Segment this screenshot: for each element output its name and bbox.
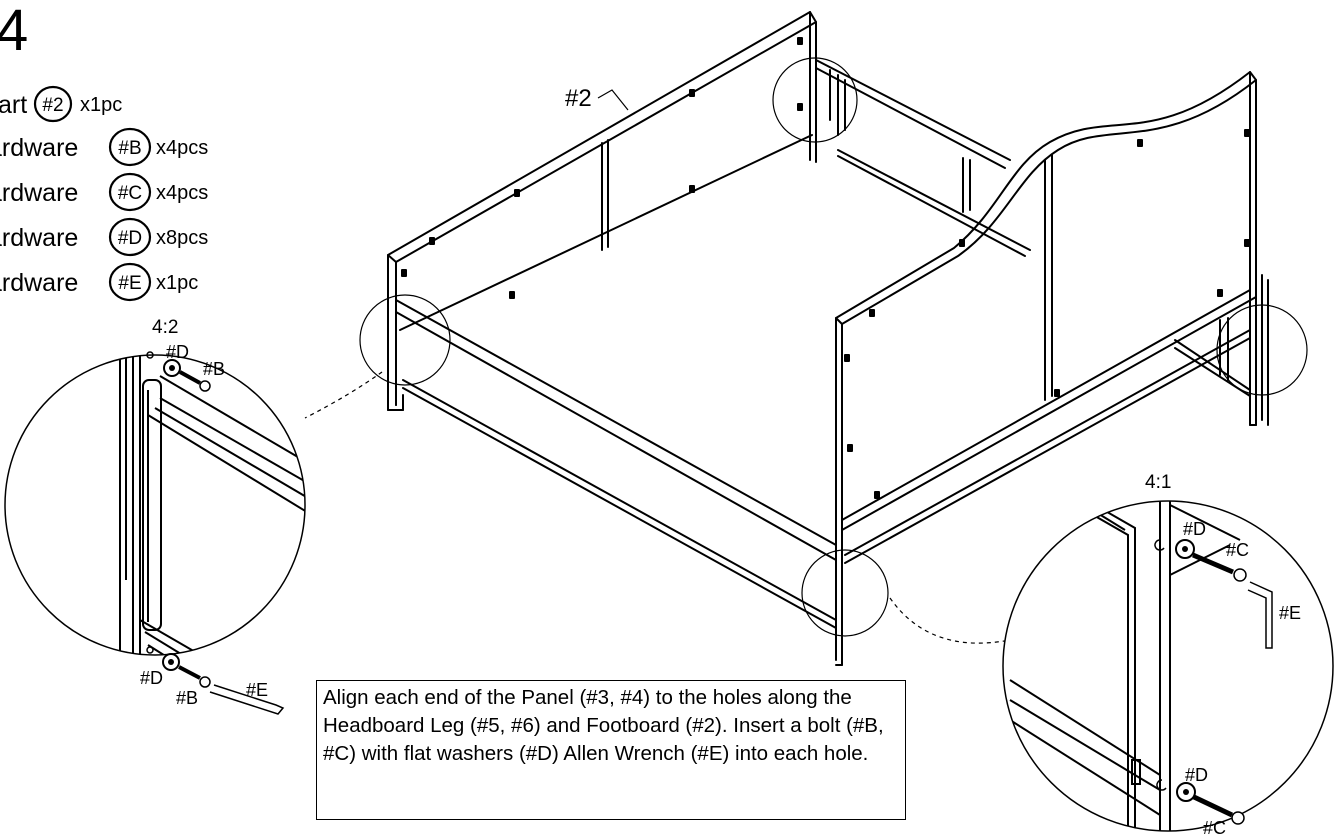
- detail-left-washer-bottom-label: #D: [140, 668, 163, 688]
- parts-item-code: #D: [118, 228, 142, 249]
- parts-item-prefix: ardware: [0, 224, 78, 252]
- parts-item-qty: x4pcs: [156, 137, 208, 159]
- detail-left-bolt-bottom-label: #B: [176, 688, 198, 708]
- parts-item-prefix: ardware: [0, 179, 78, 207]
- parts-item-code-ring: [108, 172, 152, 212]
- parts-list-item: art #2 x1pc: [0, 85, 122, 123]
- detail-right-title: 4:1: [1145, 472, 1171, 493]
- parts-item-code: #C: [118, 183, 142, 204]
- parts-item-code-ring: [108, 217, 152, 257]
- detail-view-left: 4:2 #D #B #D: [4, 317, 306, 715]
- parts-item-prefix: ardware: [0, 269, 78, 297]
- parts-item-qty: x4pcs: [156, 182, 208, 204]
- detail-right-washer-bottom-label: #D: [1185, 765, 1208, 785]
- detail-leader-right: [889, 597, 1011, 644]
- detail-left-title: 4:2: [152, 317, 178, 338]
- parts-item-code-ring: [108, 127, 152, 167]
- detail-right-washer-top-label: #D: [1183, 519, 1206, 539]
- front-rail: [395, 299, 1251, 666]
- detail-right-bolt-top-label: #C: [1226, 540, 1249, 560]
- parts-list: art #2 x1pc ardware #B x4pcs ardware #C …: [0, 85, 208, 302]
- rear-right-post: [815, 59, 1031, 257]
- detail-leader-left: [304, 371, 383, 419]
- zoom-marker-side: [1216, 304, 1308, 396]
- detail-right-bolt-bottom-label: #C: [1203, 818, 1226, 836]
- footboard-callout-label: #2: [565, 85, 592, 112]
- parts-item-code-ring: [108, 262, 152, 302]
- detail-right-wrench-label: #E: [1279, 603, 1301, 623]
- parts-list-item: ardware #B x4pcs: [0, 127, 208, 167]
- side-panel-right: [835, 71, 1257, 531]
- parts-item-code: #E: [118, 273, 141, 294]
- detail-view-right: 4:1 #D #C #E #D #C: [1002, 472, 1334, 836]
- parts-item-qty: x1pc: [80, 94, 122, 116]
- parts-item-code: #2: [42, 95, 63, 116]
- step-number: 4: [0, 0, 28, 63]
- back-panel: [387, 11, 817, 411]
- zoom-marker-rear-left: [359, 294, 451, 386]
- instruction-text: Align each end of the Panel (#3, #4) to …: [316, 680, 906, 820]
- zoom-marker-front: [801, 549, 889, 637]
- parts-item-code: #B: [118, 138, 141, 159]
- parts-list-item: ardware #E x1pc: [0, 262, 198, 302]
- allen-wrench-icon: [1247, 581, 1273, 649]
- detail-left-washer-top-label: #D: [166, 342, 189, 362]
- parts-item-qty: x8pcs: [156, 227, 208, 249]
- bed-frame: [359, 11, 1308, 666]
- parts-item-prefix: ardware: [0, 134, 78, 162]
- parts-list-item: ardware #D x8pcs: [0, 217, 208, 257]
- parts-item-prefix: art: [0, 91, 27, 119]
- detail-left-bolt-top-label: #B: [203, 359, 225, 379]
- detail-left-wrench-label: #E: [246, 680, 268, 700]
- footboard-callout-leader: [597, 89, 629, 111]
- parts-item-qty: x1pc: [156, 272, 198, 294]
- parts-list-item: ardware #C x4pcs: [0, 172, 208, 212]
- allen-wrench-icon: [209, 684, 285, 715]
- zoom-marker-rear-right: [772, 57, 858, 143]
- parts-item-code-ring: [33, 85, 73, 123]
